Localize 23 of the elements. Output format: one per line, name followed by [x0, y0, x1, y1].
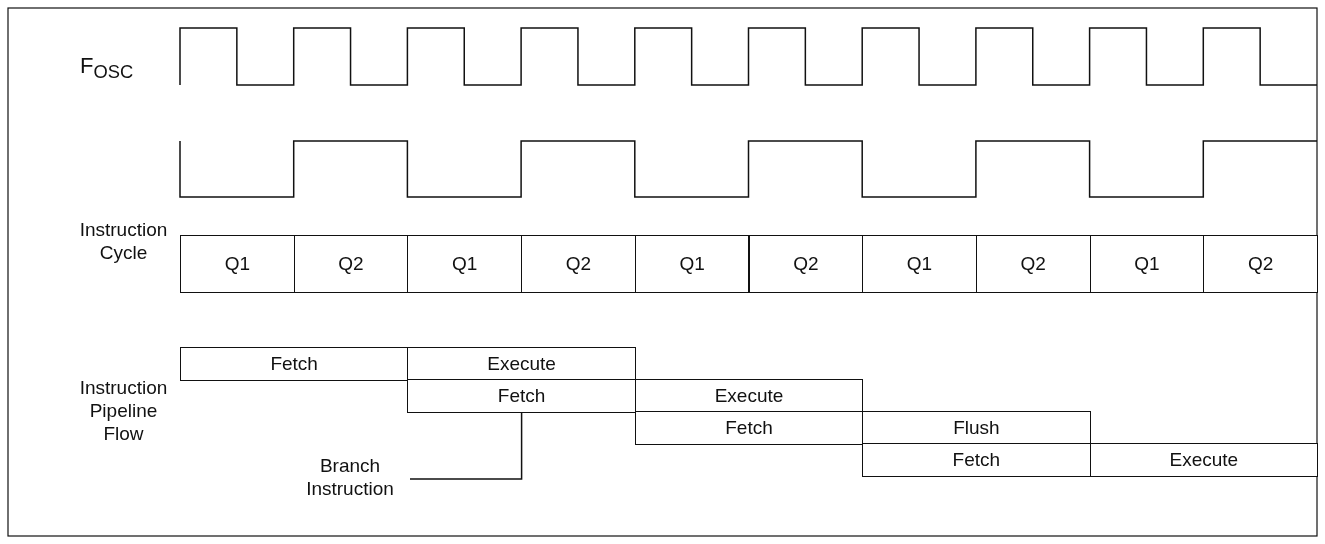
- quarter-cycle-cell: Q2: [521, 235, 636, 293]
- quarter-cycle-cell: Q1: [407, 235, 523, 293]
- quarter-cycle-cell: Q2: [1203, 235, 1318, 293]
- signal-label: F$_{OSC}$: [80, 54, 134, 84]
- pipeline-stage-box: Execute: [634, 379, 864, 413]
- pipeline-stage-box: Fetch: [862, 443, 1091, 477]
- quarter-cycle-cell: Q1: [862, 235, 977, 293]
- pipeline-stage-box: Execute: [1089, 443, 1318, 477]
- pipeline-stage-box: Execute: [407, 347, 636, 381]
- leader-line: [409, 411, 523, 480]
- quarter-cycle-cell: Q1: [180, 235, 295, 293]
- branch-instruction-label: Branch Instruction: [290, 454, 410, 500]
- quarter-cycle-cell: Q2: [748, 235, 864, 293]
- signal-label: Instruction Cycle: [78, 218, 169, 264]
- signal-label: Instruction Pipeline Flow: [78, 376, 169, 445]
- pipeline-stage-box: Flush: [862, 411, 1091, 445]
- quarter-cycle-cell: Q1: [634, 235, 750, 293]
- pipeline-stage-box: Fetch: [407, 379, 636, 413]
- pipeline-stage-box: Fetch: [634, 411, 864, 445]
- pipeline-stage-box: Fetch: [180, 347, 409, 381]
- quarter-cycle-cell: Q2: [293, 235, 409, 293]
- quarter-cycle-cell: Q1: [1089, 235, 1205, 293]
- quarter-cycle-cell: Q2: [975, 235, 1091, 293]
